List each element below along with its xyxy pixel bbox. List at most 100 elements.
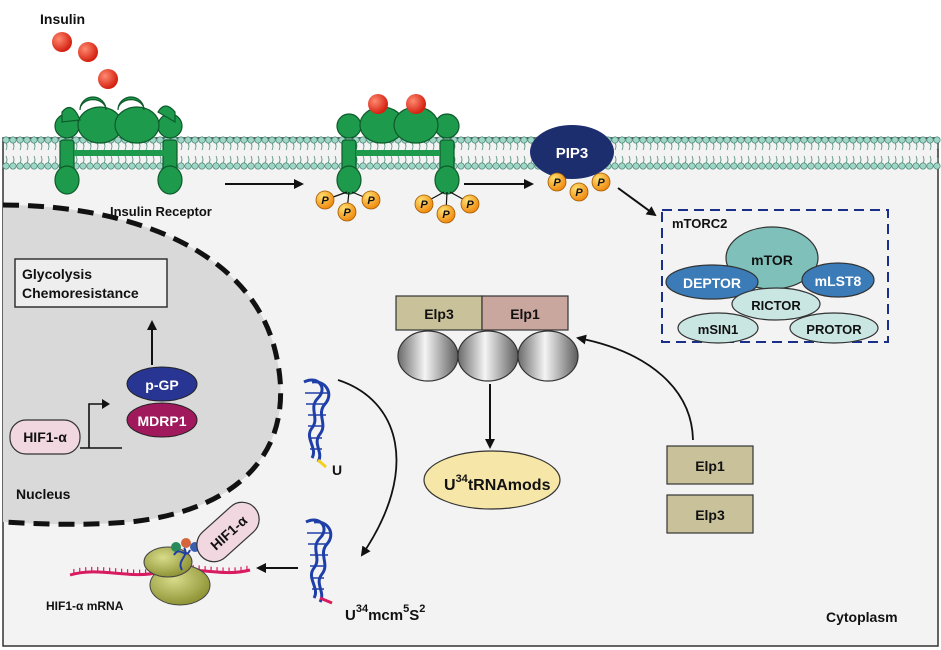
lipid-head bbox=[646, 162, 654, 170]
lipid-head bbox=[891, 136, 899, 144]
protor-node bbox=[789, 312, 879, 344]
elongator-subunit bbox=[457, 330, 519, 382]
lipid-head bbox=[401, 162, 409, 170]
lipid-head bbox=[184, 162, 192, 170]
lipid-tail bbox=[831, 155, 834, 164]
lipid-head bbox=[772, 136, 780, 144]
lipid-head bbox=[793, 136, 801, 144]
lipid-tail bbox=[810, 142, 813, 151]
lipid-head bbox=[863, 162, 871, 170]
phosphate-group bbox=[361, 190, 381, 210]
pip3-label: PIP3 bbox=[556, 145, 589, 162]
lipid-head bbox=[723, 136, 731, 144]
lipid-tail bbox=[677, 142, 680, 151]
lipid-tail bbox=[180, 155, 183, 164]
lipid-head bbox=[632, 136, 640, 144]
lipid-tail bbox=[635, 155, 638, 164]
lipid-head bbox=[317, 162, 325, 170]
trna-unmodified bbox=[303, 378, 331, 463]
nucleus-label: Nucleus bbox=[16, 486, 71, 502]
u-unmodified-label: U bbox=[332, 462, 342, 478]
lipid-head bbox=[289, 136, 297, 144]
lipid-head bbox=[198, 162, 206, 170]
lipid-tail bbox=[236, 142, 239, 151]
lipid-tail bbox=[285, 155, 288, 164]
lipid-tail bbox=[649, 142, 652, 151]
lipid-head bbox=[9, 162, 17, 170]
lipid-tail bbox=[299, 142, 302, 151]
lipid-head bbox=[646, 136, 654, 144]
elp1-box-complex bbox=[481, 295, 569, 331]
lipid-head bbox=[100, 162, 108, 170]
lipid-head bbox=[926, 136, 934, 144]
phosphate-label: P bbox=[553, 177, 561, 189]
lipid-tail bbox=[40, 155, 43, 164]
lipid-head bbox=[919, 162, 927, 170]
lipid-head bbox=[681, 162, 689, 170]
lipid-tail bbox=[936, 142, 939, 151]
lipid-tail bbox=[831, 142, 834, 151]
lipid-tail bbox=[383, 155, 386, 164]
elongator-subunit bbox=[397, 330, 459, 382]
lipid-head bbox=[429, 162, 437, 170]
lipid-head bbox=[842, 136, 850, 144]
lipid-tail bbox=[768, 155, 771, 164]
lipid-head bbox=[709, 136, 717, 144]
lipid-tail bbox=[719, 142, 722, 151]
lipid-head bbox=[884, 162, 892, 170]
lipid-tail bbox=[250, 155, 253, 164]
lipid-tail bbox=[131, 155, 134, 164]
lipid-tail bbox=[635, 142, 638, 151]
lipid-head bbox=[44, 136, 52, 144]
lipid-tail bbox=[292, 142, 295, 151]
lipid-head bbox=[275, 136, 283, 144]
lipid-head bbox=[513, 162, 521, 170]
lipid-tail bbox=[131, 142, 134, 151]
lipid-tail bbox=[845, 155, 848, 164]
lipid-tail bbox=[376, 142, 379, 151]
lipid-tail bbox=[425, 142, 428, 151]
msin1-node bbox=[677, 312, 759, 344]
lipid-tail bbox=[229, 142, 232, 151]
elp1-free-box bbox=[666, 445, 754, 485]
lipid-head bbox=[128, 162, 136, 170]
lipid-tail bbox=[26, 142, 29, 151]
lipid-head bbox=[135, 162, 143, 170]
lipid-head bbox=[247, 162, 255, 170]
lipid-tail bbox=[929, 155, 932, 164]
lipid-tail bbox=[789, 142, 792, 151]
lipid-head bbox=[233, 136, 241, 144]
lipid-tail bbox=[257, 142, 260, 151]
lipid-head bbox=[520, 162, 528, 170]
lipid-head bbox=[625, 162, 633, 170]
lipid-tail bbox=[47, 155, 50, 164]
lipid-head bbox=[359, 136, 367, 144]
lipid-head bbox=[877, 136, 885, 144]
lipid-tail bbox=[75, 142, 78, 151]
lipid-head bbox=[737, 162, 745, 170]
lipid-tail bbox=[334, 142, 337, 151]
lipid-head bbox=[93, 162, 101, 170]
lipid-tail bbox=[229, 155, 232, 164]
lipid-head bbox=[268, 136, 276, 144]
elp1-free-label: Elp1 bbox=[695, 458, 725, 474]
lipid-head bbox=[296, 136, 304, 144]
lipid-tail bbox=[880, 155, 883, 164]
lipid-tail bbox=[376, 155, 379, 164]
lipid-tail bbox=[264, 142, 267, 151]
lipid-head bbox=[191, 162, 199, 170]
nuclear-envelope bbox=[2, 202, 284, 527]
lipid-head bbox=[786, 136, 794, 144]
lipid-tail bbox=[208, 155, 211, 164]
lipid-head bbox=[37, 136, 45, 144]
lipid-tail bbox=[362, 142, 365, 151]
lipid-head bbox=[240, 162, 248, 170]
peptide-bead bbox=[171, 542, 181, 552]
lipid-tail bbox=[404, 155, 407, 164]
lipid-head bbox=[667, 162, 675, 170]
lipid-head bbox=[282, 162, 290, 170]
lipid-tail bbox=[502, 142, 505, 151]
lipid-head bbox=[16, 136, 24, 144]
peptide-bead bbox=[181, 538, 191, 548]
